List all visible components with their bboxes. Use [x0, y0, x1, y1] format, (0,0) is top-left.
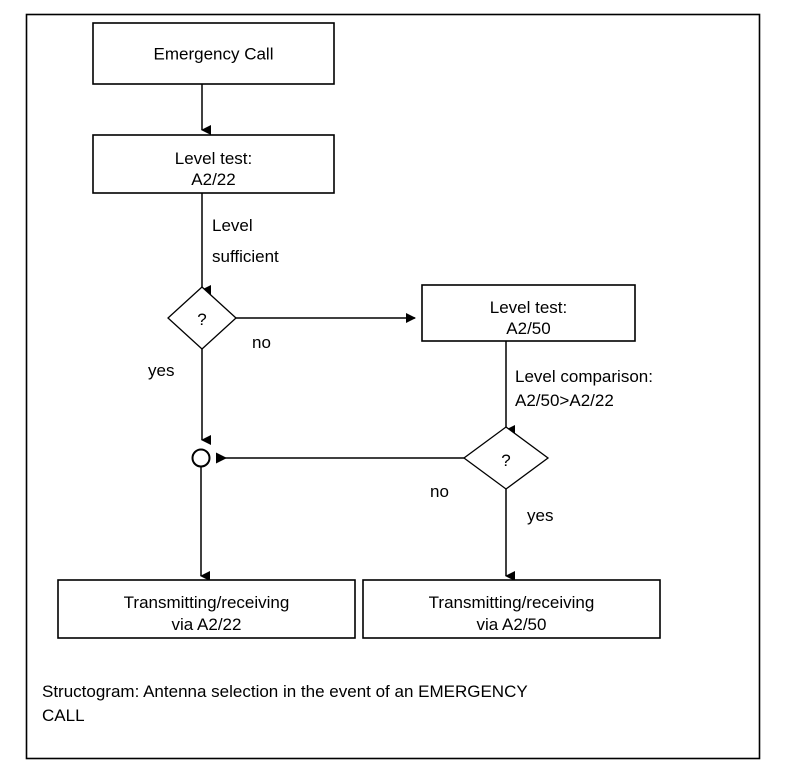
node-level-test-a222-line1: Level test: — [175, 149, 253, 168]
node-level-test-a250-line1: Level test: — [490, 298, 568, 317]
node-level-test-a250 — [421, 284, 636, 342]
edge-label-level-sufficient-line2: sufficient — [212, 247, 279, 266]
node-level-test-a222 — [92, 134, 335, 194]
node-emergency-call-line1: Emergency Call — [154, 45, 274, 64]
diagram-caption-line2: CALL — [42, 706, 85, 725]
node-transmit-a222-line2: via A2/22 — [172, 615, 242, 634]
node-transmit-a250-line2: via A2/50 — [477, 615, 547, 634]
edge-label-level-comparison-line1: Level comparison: — [515, 367, 653, 386]
node-decision-level-comparison-label: ? — [501, 451, 510, 470]
diagram-frame — [25, 13, 761, 760]
node-level-test-a222-line2: A2/22 — [191, 170, 235, 189]
diagram-caption-line1: Structogram: Antenna selection in the ev… — [42, 682, 528, 701]
node-merge-junction — [191, 448, 211, 468]
node-transmit-a222 — [57, 579, 356, 639]
node-transmit-a250 — [362, 579, 661, 639]
node-level-test-a250-line2: A2/50 — [506, 319, 550, 338]
edge-label-level-sufficient-line1: Level — [212, 216, 253, 235]
node-emergency-call — [92, 22, 335, 85]
edge-label-level-comparison-line2: A2/50>A2/22 — [515, 391, 614, 410]
edge-label-decision2-no: no — [430, 482, 449, 501]
node-transmit-a250-line1: Transmitting/receiving — [429, 593, 595, 612]
edge-label-decision1-no: no — [252, 333, 271, 352]
edge-label-decision2-yes: yes — [527, 506, 553, 525]
edge-label-decision1-yes: yes — [148, 361, 174, 380]
node-decision-level-sufficient-label: ? — [197, 310, 206, 329]
node-transmit-a222-line1: Transmitting/receiving — [124, 593, 290, 612]
